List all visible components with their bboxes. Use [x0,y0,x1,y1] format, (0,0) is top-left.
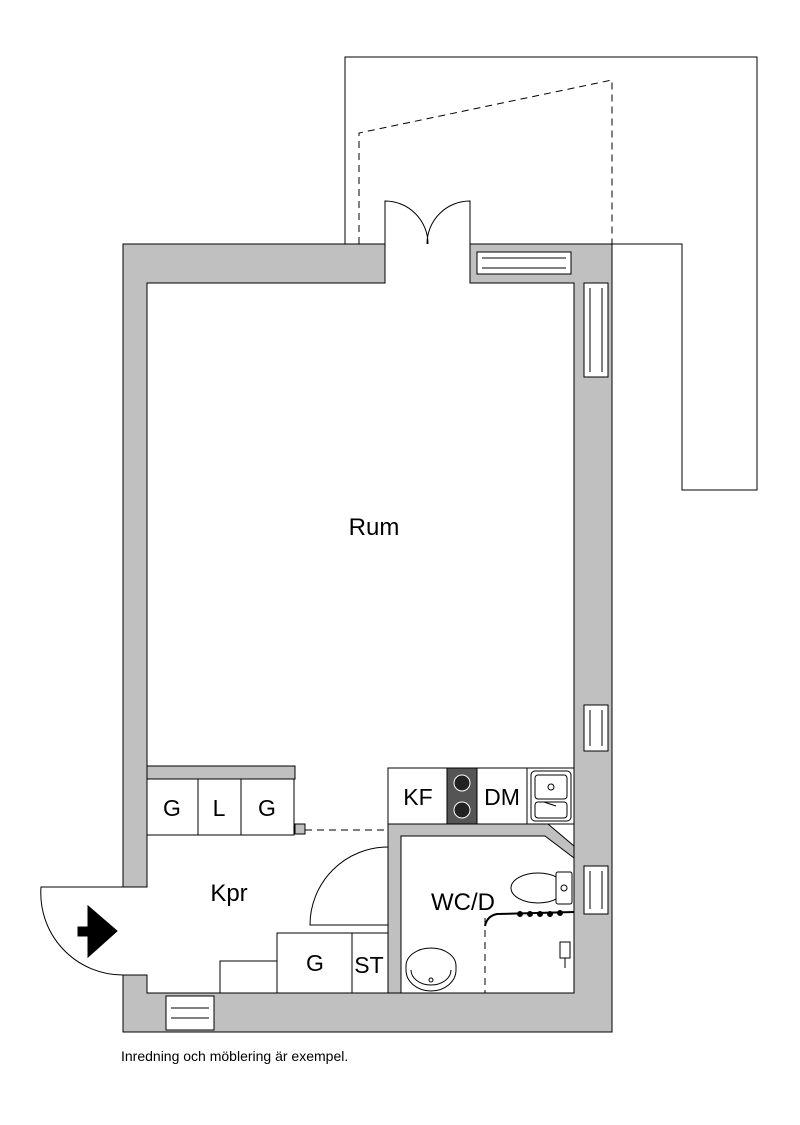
terrace [344,56,758,491]
fixture-label-dishwasher: DM [484,784,520,810]
room-label-rum: Rum [349,514,400,541]
kitchen-counter [387,767,575,825]
windows [165,251,609,1031]
balcony-double-door [384,200,471,245]
dashed-dividers [305,829,486,993]
bottom-cabinets [219,932,389,994]
fixture-label-cleaning-closet: ST [354,952,383,978]
fixture-label-wardrobe-1: G [163,795,181,821]
fixture-label-linen-closet: L [213,795,226,821]
bathroom-door [309,846,389,926]
room-label-kpr: Kpr [210,880,247,907]
fixture-label-refrigerator: KF [403,784,432,810]
footnote: Inredning och möblering är exempel. [121,1048,349,1064]
room-label-wcd: WC/D [431,889,495,916]
shower-rail-icon [484,910,575,968]
fixture-label-wardrobe-3: G [306,950,324,976]
wardrobes [146,778,295,836]
toilet-icon [510,871,573,905]
washbasin-icon [405,947,457,992]
entrance-door [40,886,124,976]
fixture-label-wardrobe-2: G [258,795,276,821]
